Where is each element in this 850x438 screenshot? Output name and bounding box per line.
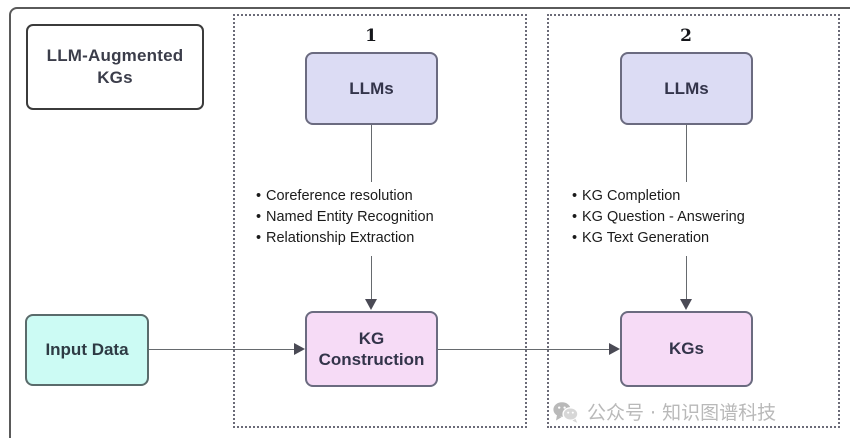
node-kg-construction[interactable]: KG Construction: [305, 311, 438, 387]
node-llms-2[interactable]: LLMs: [620, 52, 753, 125]
bullet-marker-icon: •: [256, 230, 262, 246]
arrowhead-right-icon: [609, 343, 620, 355]
node-kgs[interactable]: KGs: [620, 311, 753, 387]
arrowhead-down-icon: [365, 299, 377, 310]
node-input-data-label: Input Data: [45, 340, 129, 360]
bullet-marker-icon: •: [256, 209, 262, 225]
list-item: •Coreference resolution: [256, 186, 434, 207]
task-1-2: Named Entity Recognition: [266, 209, 434, 225]
bullet-marker-icon: •: [572, 230, 578, 246]
panel-number-2: 2: [680, 26, 692, 46]
arrowhead-down-icon: [680, 299, 692, 310]
list-item: •Relationship Extraction: [256, 228, 434, 249]
task-2-1: KG Completion: [582, 188, 681, 204]
outer-frame: [9, 7, 850, 438]
bullet-marker-icon: •: [572, 209, 578, 225]
connector-kgc-to-kgs: [438, 349, 609, 350]
panel-number-1: 1: [365, 26, 377, 46]
connector-tasks-to-kgs: [686, 256, 687, 300]
connector-input-to-kgc: [149, 349, 294, 350]
task-1-1: Coreference resolution: [266, 188, 413, 204]
task-list-2: •KG Completion •KG Question - Answering …: [572, 186, 745, 249]
watermark-text: 公众号 · 知识图谱科技: [587, 402, 777, 424]
list-item: •KG Question - Answering: [572, 207, 745, 228]
connector-llms2-to-tasks: [686, 125, 687, 182]
node-llms-1-label: LLMs: [349, 78, 394, 98]
connector-tasks-to-kgc: [371, 256, 372, 300]
title-line-2: KGs: [97, 68, 133, 87]
title-box: LLM-Augmented KGs: [26, 24, 204, 110]
bullet-marker-icon: •: [256, 188, 262, 204]
list-item: •Named Entity Recognition: [256, 207, 434, 228]
kgc-line-1: KG: [358, 328, 385, 348]
panel-group-1: [233, 14, 527, 428]
arrowhead-right-icon: [294, 343, 305, 355]
node-llms-1[interactable]: LLMs: [305, 52, 438, 125]
task-2-3: KG Text Generation: [582, 230, 710, 246]
node-kg-construction-label: KG Construction: [319, 328, 425, 371]
node-kgs-label: KGs: [669, 339, 704, 359]
kgc-line-2: Construction: [318, 350, 425, 369]
bullet-marker-icon: •: [572, 188, 578, 204]
watermark: 公众号 · 知识图谱科技: [553, 398, 776, 425]
list-item: •KG Text Generation: [572, 228, 745, 249]
wechat-icon: [553, 401, 579, 423]
task-1-3: Relationship Extraction: [266, 230, 415, 246]
title-text: LLM-Augmented KGs: [47, 45, 184, 89]
list-item: •KG Completion: [572, 186, 745, 207]
panel-group-2: [547, 14, 840, 428]
task-2-2: KG Question - Answering: [582, 209, 745, 225]
connector-llms1-to-tasks: [371, 125, 372, 182]
node-llms-2-label: LLMs: [664, 78, 709, 98]
task-list-1: •Coreference resolution •Named Entity Re…: [256, 186, 434, 249]
title-line-1: LLM-Augmented: [46, 45, 184, 65]
node-input-data[interactable]: Input Data: [25, 314, 149, 386]
